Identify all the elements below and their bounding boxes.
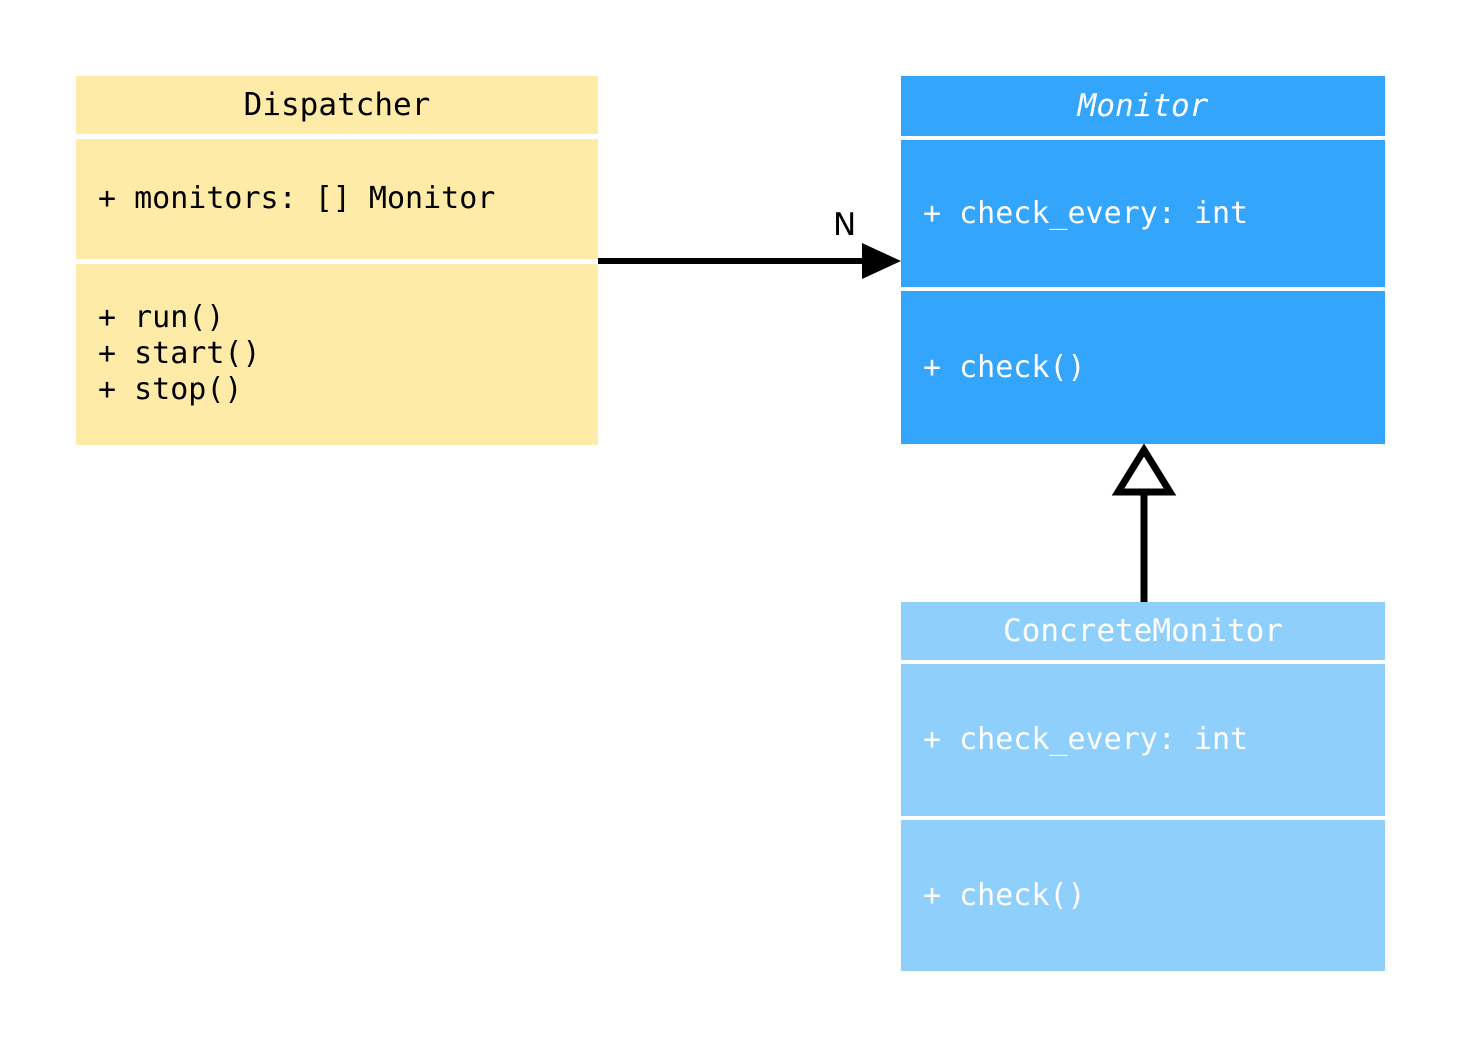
methods-compartment-concretemonitor: + check() [901,820,1385,971]
uml-class-concretemonitor[interactable]: ConcreteMonitor + check_every: int + che… [901,602,1385,971]
attribute-row: + check_every: int [923,195,1249,231]
association-arrowhead-icon [862,243,901,279]
compartment-divider [76,133,598,139]
uml-class-monitor[interactable]: Monitor + check_every: int + check() [901,76,1385,444]
class-title-dispatcher: Dispatcher [76,76,598,134]
method-row: + run() [98,300,225,336]
attribute-row: + monitors: [] Monitor [98,180,496,216]
method-row: + check() [923,877,1086,913]
class-title-monitor: Monitor [901,76,1385,136]
compartment-divider [901,287,1385,291]
compartment-divider [76,258,598,264]
uml-class-dispatcher[interactable]: Dispatcher + monitors: [] Monitor + run(… [76,76,598,446]
class-title-concretemonitor: ConcreteMonitor [901,602,1385,660]
method-row: + check() [923,349,1086,385]
compartment-divider [901,816,1385,820]
method-row: + stop() [98,372,243,408]
inheritance-triangle-icon [1111,443,1177,496]
attributes-compartment-dispatcher: + monitors: [] Monitor [76,138,598,259]
methods-compartment-monitor: + check() [901,291,1385,444]
attributes-compartment-monitor: + check_every: int [901,140,1385,287]
attribute-row: + check_every: int [923,722,1249,757]
method-row: + start() [98,336,261,372]
methods-compartment-dispatcher: + run() + start() + stop() [76,263,598,446]
association-dispatcher-to-monitor [598,243,901,279]
compartment-divider [901,136,1385,140]
inheritance-concretemonitor-to-monitor [1111,443,1177,602]
attributes-compartment-concretemonitor: + check_every: int [901,664,1385,816]
compartment-divider [901,660,1385,664]
association-multiplicity-label: N [833,207,857,243]
